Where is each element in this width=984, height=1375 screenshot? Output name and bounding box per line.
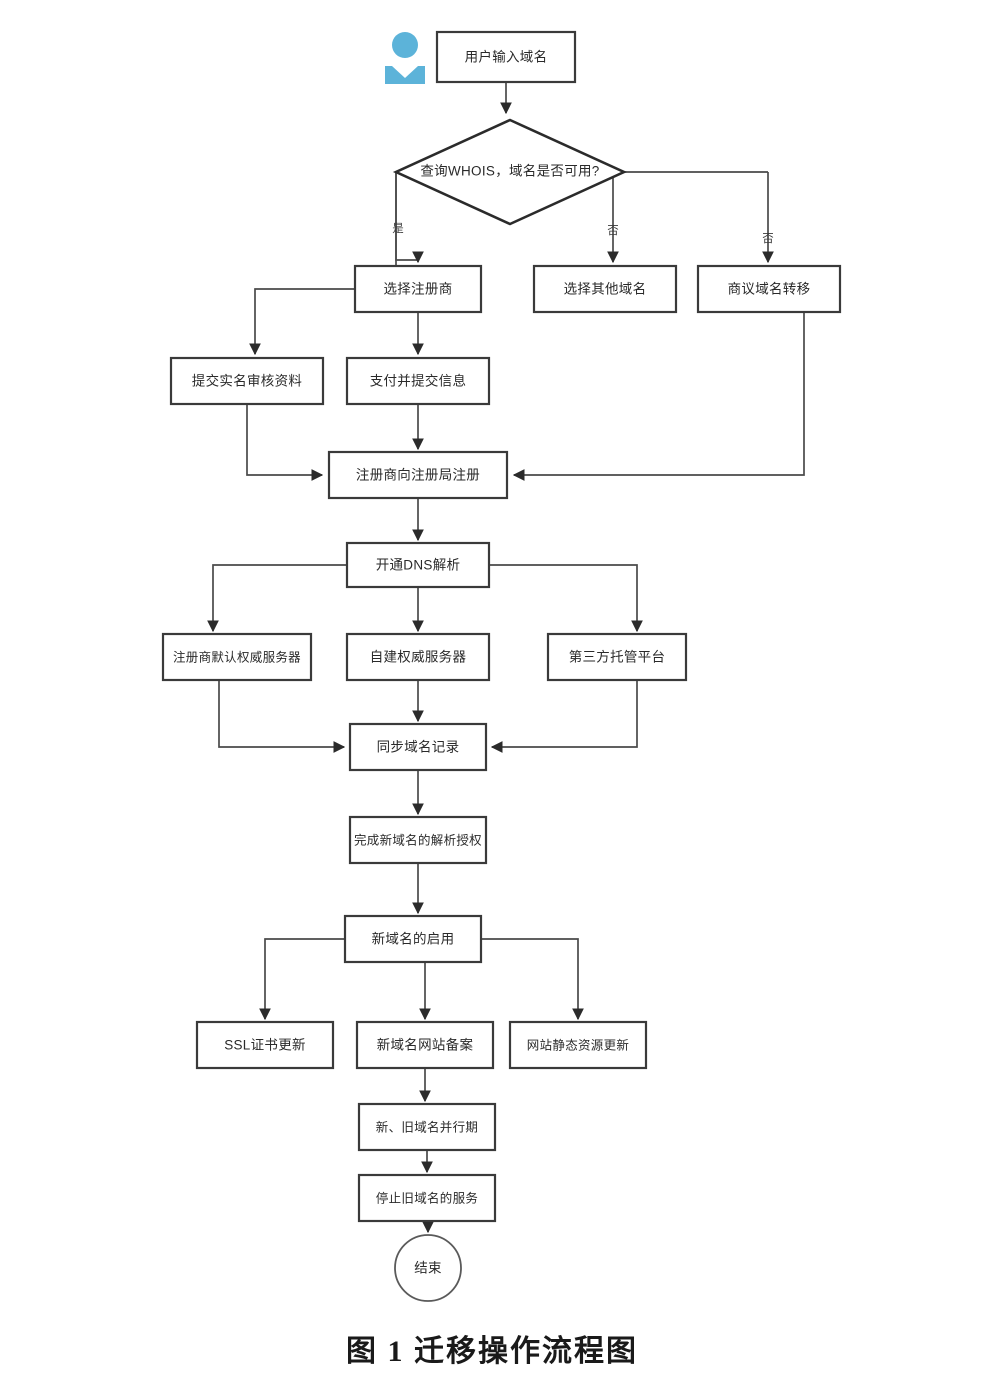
node-negotiate-domain-transfer[interactable]: 商议域名转移 bbox=[696, 264, 842, 314]
node-label: 查询WHOIS，域名是否可用? bbox=[420, 164, 599, 179]
node-label: 注册商默认权威服务器 bbox=[173, 649, 301, 664]
node-registrar-default-authoritative-server[interactable]: 注册商默认权威服务器 bbox=[161, 632, 313, 682]
node-ssl-certificate-update[interactable]: SSL证书更新 bbox=[195, 1020, 335, 1070]
node-label: 用户输入域名 bbox=[465, 49, 548, 65]
edge-label-no-1: 否 bbox=[607, 225, 619, 237]
node-parallel-period-old-new-domain[interactable]: 新、旧域名并行期 bbox=[357, 1102, 497, 1152]
node-label: 新域名网站备案 bbox=[377, 1037, 474, 1053]
node-label: 网站静态资源更新 bbox=[527, 1037, 629, 1052]
edge-dns-to-default-ns bbox=[207, 564, 347, 633]
node-label: 支付并提交信息 bbox=[370, 373, 467, 389]
edge-layer bbox=[207, 82, 805, 1234]
node-label: 结束 bbox=[414, 1261, 442, 1276]
edge-registrar-to-realname bbox=[249, 288, 355, 356]
node-registrar-registers-with-registry[interactable]: 注册商向注册局注册 bbox=[327, 450, 509, 500]
node-end-terminator[interactable]: 结束 bbox=[394, 1234, 462, 1302]
node-choose-other-domain[interactable]: 选择其他域名 bbox=[532, 264, 678, 314]
edge-decision-yes-arrow bbox=[395, 172, 424, 264]
node-label: 新域名的启用 bbox=[372, 932, 455, 947]
node-enable-dns-resolution[interactable]: 开通DNS解析 bbox=[345, 541, 491, 589]
node-label: 新、旧域名并行期 bbox=[376, 1119, 478, 1134]
node-label: 第三方托管平台 bbox=[569, 649, 666, 665]
figure-caption: 图 1 迁移操作流程图 bbox=[346, 1335, 638, 1368]
node-layer: 用户输入域名 查询WHOIS，域名是否可用? 选择注册商 选择其他域名 商议域名… bbox=[161, 30, 842, 1302]
node-label: 注册商向注册局注册 bbox=[356, 468, 480, 483]
edge-label-yes: 是 bbox=[392, 222, 404, 235]
edge-dns-to-thirdparty bbox=[489, 564, 643, 633]
node-label: 开通DNS解析 bbox=[376, 558, 461, 573]
edge-enable-to-static bbox=[481, 938, 584, 1021]
node-label: 完成新域名的解析授权 bbox=[354, 832, 482, 847]
node-label: 选择注册商 bbox=[384, 282, 453, 297]
edge-realname-to-register bbox=[246, 404, 324, 481]
node-pay-and-submit-info[interactable]: 支付并提交信息 bbox=[345, 356, 491, 406]
edge-default-ns-to-sync bbox=[218, 680, 346, 753]
node-thirdparty-hosting-platform[interactable]: 第三方托管平台 bbox=[546, 632, 688, 682]
edge-transfer-to-register bbox=[512, 312, 805, 481]
node-label: SSL证书更新 bbox=[224, 1038, 306, 1053]
node-stop-old-domain-service[interactable]: 停止旧域名的服务 bbox=[357, 1173, 497, 1223]
user-actor-icon bbox=[385, 32, 425, 84]
node-label: 商议域名转移 bbox=[728, 282, 811, 297]
node-activate-new-domain[interactable]: 新域名的启用 bbox=[343, 914, 483, 964]
edge-label-layer: 是 否 否 bbox=[392, 222, 774, 245]
node-label: 提交实名审核资料 bbox=[192, 373, 303, 389]
node-label: 选择其他域名 bbox=[564, 282, 647, 297]
edge-enable-to-ssl bbox=[259, 938, 345, 1021]
node-label: 自建权威服务器 bbox=[370, 649, 467, 665]
node-website-static-resource-update[interactable]: 网站静态资源更新 bbox=[508, 1020, 648, 1070]
node-decision-whois-available[interactable]: 查询WHOIS，域名是否可用? bbox=[392, 118, 628, 226]
node-new-domain-icp-filing[interactable]: 新域名网站备案 bbox=[355, 1020, 495, 1070]
edge-thirdparty-to-sync bbox=[490, 680, 638, 753]
edge-label-no-2: 否 bbox=[762, 233, 774, 245]
node-choose-registrar[interactable]: 选择注册商 bbox=[353, 264, 483, 314]
node-label: 停止旧域名的服务 bbox=[376, 1190, 478, 1205]
node-label: 同步域名记录 bbox=[377, 740, 460, 755]
node-sync-domain-records[interactable]: 同步域名记录 bbox=[348, 722, 488, 772]
node-submit-realname-materials[interactable]: 提交实名审核资料 bbox=[169, 356, 325, 406]
node-user-input-domain[interactable]: 用户输入域名 bbox=[435, 30, 577, 84]
node-self-built-authoritative-server[interactable]: 自建权威服务器 bbox=[345, 632, 491, 682]
node-complete-new-domain-authorization[interactable]: 完成新域名的解析授权 bbox=[348, 815, 488, 865]
